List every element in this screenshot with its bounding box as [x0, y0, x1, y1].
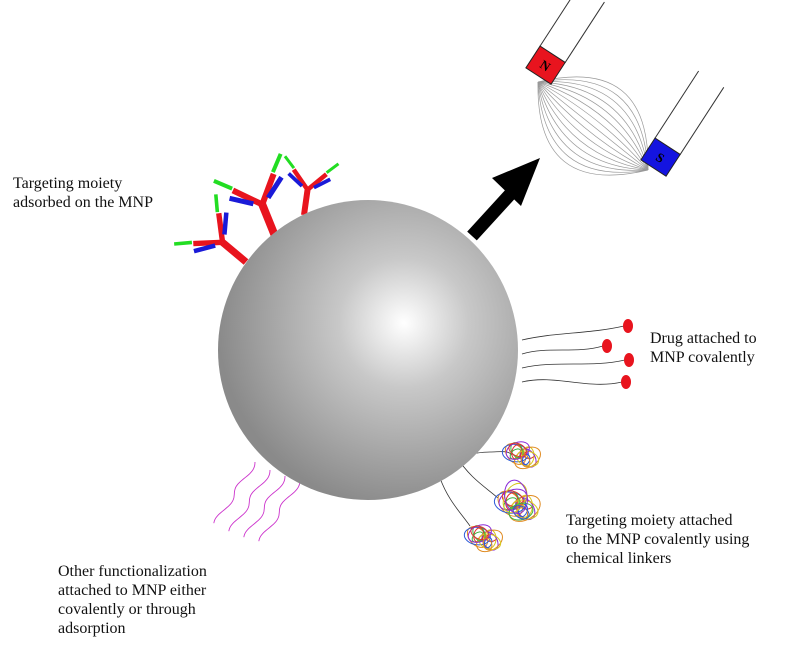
functional-chain: [228, 469, 271, 532]
field-line: [537, 81, 649, 171]
antibody-arm: [306, 172, 328, 192]
drug-linker: [521, 379, 623, 385]
field-line: [537, 81, 649, 171]
antibody-tip: [325, 162, 340, 174]
adsorbed-antibodies: [173, 153, 340, 265]
antibody-light-chain: [193, 243, 216, 254]
functional-chain: [213, 461, 256, 524]
field-line: [537, 81, 649, 171]
field-line: [537, 81, 649, 171]
antibody-tip: [173, 240, 193, 246]
linked-targeting-moieties: [439, 439, 541, 553]
functional-chain: [258, 479, 301, 542]
protein-coil: [520, 454, 531, 468]
protein-coil: [504, 479, 528, 515]
antibody-arm: [216, 212, 226, 243]
drug-molecule: [621, 375, 631, 389]
field-line: [537, 81, 649, 171]
antibody-stem: [301, 189, 311, 216]
antibody: [173, 194, 249, 265]
drug-attachments: [521, 319, 634, 389]
protein-coil: [521, 446, 535, 466]
drug-molecule: [623, 319, 633, 333]
protein-coil: [471, 531, 484, 543]
field-line: [537, 81, 649, 171]
antibody-light-chain: [313, 177, 332, 190]
protein-coil: [482, 537, 493, 551]
antibody-stem: [258, 202, 279, 238]
antibody-tip: [271, 153, 283, 173]
antibody: [213, 153, 284, 238]
antibody: [283, 155, 340, 216]
drug-molecule: [624, 353, 634, 367]
antibody-tip: [214, 194, 220, 213]
magnet: N S: [525, 0, 725, 177]
north-pole-bar: N: [525, 0, 605, 85]
field-line: [537, 81, 649, 171]
drug-linker: [521, 325, 625, 341]
antibody-tip: [283, 155, 296, 170]
antibody-light-chain: [287, 172, 304, 188]
label-drug-attached: Drug attached to MNP covalently: [650, 330, 757, 366]
antibody-light-chain: [228, 195, 254, 207]
antibody-arm: [259, 172, 277, 206]
field-line: [537, 81, 649, 171]
functional-chain: [243, 475, 286, 538]
label-other-functionalization: Other functionalization attached to MNP …: [58, 563, 207, 637]
protein-coil: [508, 442, 527, 458]
chemical-linker: [439, 477, 471, 527]
field-line: [537, 81, 649, 173]
protein-coil: [470, 525, 489, 541]
label-linker-targeting-moiety: Targeting moiety attached to the MNP cov…: [566, 512, 750, 567]
magnetic-field-lines: [537, 76, 649, 176]
field-line: [537, 81, 649, 171]
label-adsorbed-targeting-moiety: Targeting moiety adsorbed on the MNP: [13, 175, 153, 211]
drug-linker: [521, 345, 604, 355]
field-line: [537, 81, 649, 171]
drug-linker: [521, 359, 626, 369]
field-line: [537, 81, 649, 171]
south-pole-bar: S: [640, 70, 725, 177]
protein-coil: [509, 448, 522, 460]
magnet-arrow: [467, 158, 540, 241]
antibody-arm: [193, 239, 223, 247]
antibody-light-chain: [266, 175, 284, 200]
antibody-stem: [220, 239, 249, 265]
antibody-light-chain: [222, 212, 229, 235]
field-line: [537, 81, 649, 176]
other-functionalization-chains: [213, 461, 301, 542]
field-line: [537, 79, 649, 171]
protein-coil: [483, 529, 497, 549]
antibody-tip: [213, 179, 233, 191]
antibody-arm: [231, 187, 264, 208]
antibody-arm: [291, 168, 310, 192]
protein-coil: [512, 505, 530, 520]
magnetic-nanoparticle: [218, 200, 518, 500]
field-line: [537, 76, 649, 171]
drug-molecule: [602, 339, 612, 353]
